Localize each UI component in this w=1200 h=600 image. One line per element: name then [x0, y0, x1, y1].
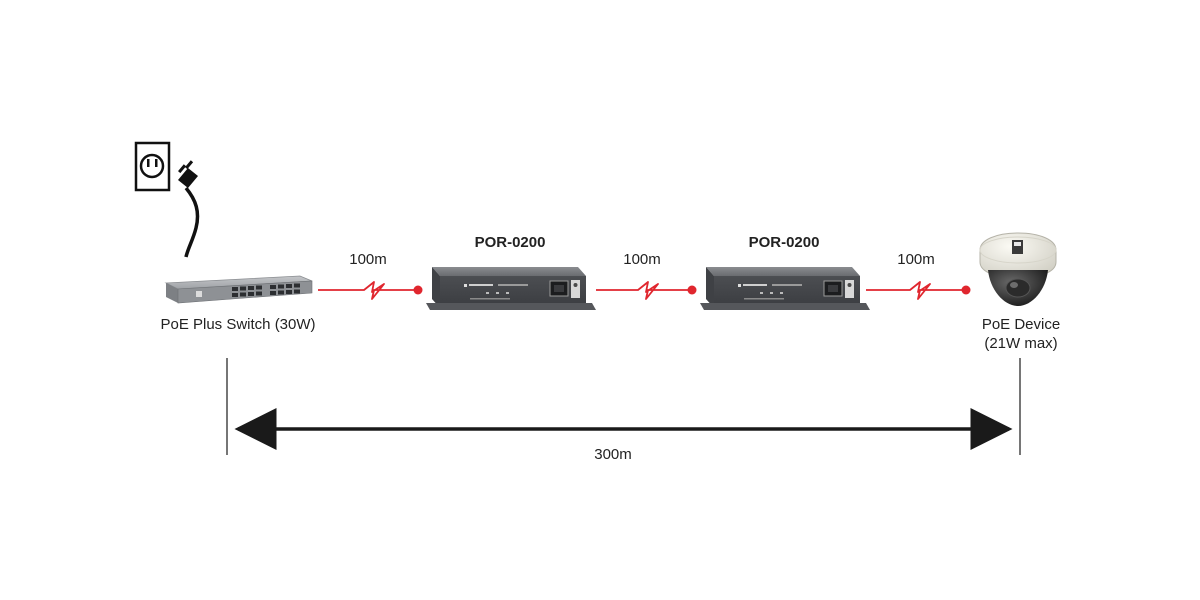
- segment-3-distance: 100m: [897, 251, 935, 268]
- repeater-2-title: POR-0200: [748, 234, 820, 251]
- dimension-lines: [226, 358, 1021, 455]
- repeater-1-title: POR-0200: [474, 234, 546, 251]
- segment-1-distance: 100m: [349, 251, 387, 268]
- device-caption-line-2: (21W max): [984, 335, 1058, 352]
- cable-segment-2: [596, 281, 697, 300]
- device-caption-line-1: PoE Device: [981, 316, 1061, 333]
- cable-segment-3: [866, 281, 971, 300]
- power-plug-icon: [178, 160, 200, 258]
- por-0200-repeater-2: [700, 267, 870, 310]
- total-distance-label: 300m: [594, 446, 632, 463]
- poe-switch-device: [164, 275, 313, 304]
- por-0200-repeater-1: [426, 267, 596, 310]
- cable-segment-1: [318, 281, 423, 300]
- power-outlet-icon: [134, 141, 171, 192]
- red-connector-dot: [687, 285, 697, 295]
- segment-2-distance: 100m: [623, 251, 661, 268]
- red-connector-dot: [413, 285, 423, 295]
- dome-camera-device: [979, 232, 1057, 306]
- switch-caption: PoE Plus Switch (30W): [160, 316, 316, 333]
- red-connector-dot: [961, 285, 971, 295]
